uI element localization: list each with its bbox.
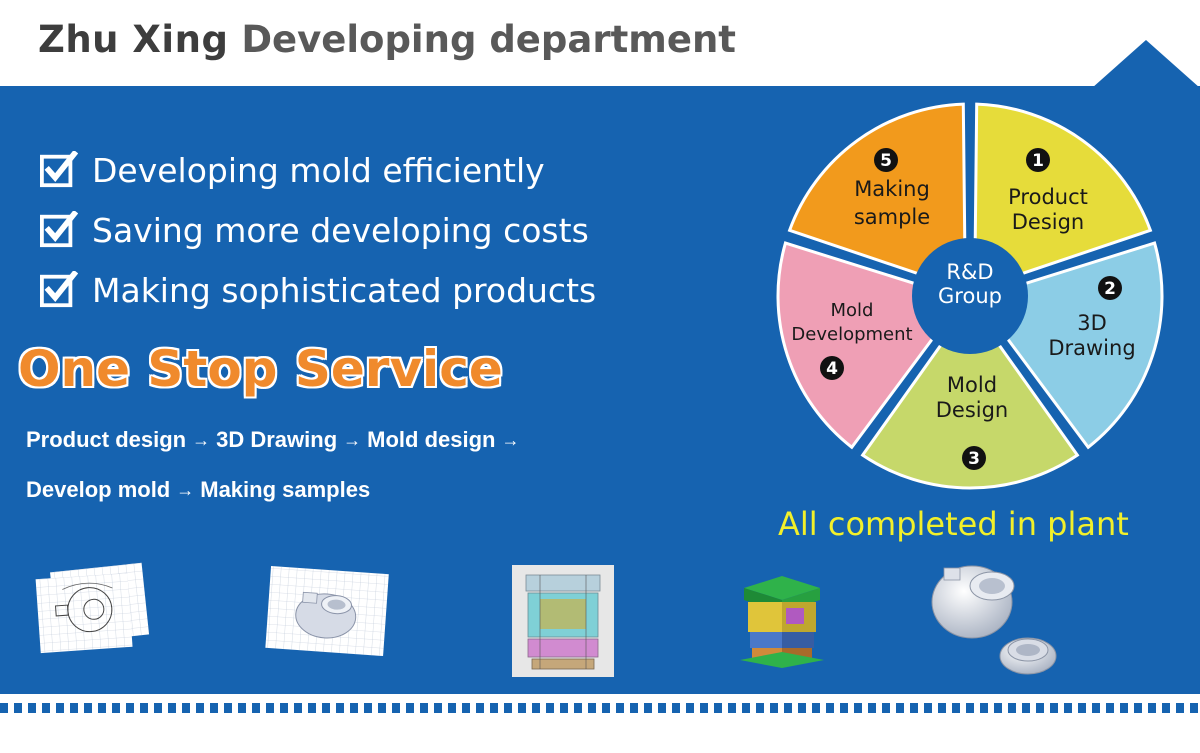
benefit-item: Saving more developing costs xyxy=(40,200,596,260)
flow-step: Mold design xyxy=(367,427,496,452)
center-label-line1: R&D xyxy=(946,260,993,284)
flow-step: 3D Drawing xyxy=(216,427,338,452)
checkbox-icon xyxy=(40,211,78,248)
segment-label: sample xyxy=(854,205,930,229)
corner-triangle xyxy=(1092,40,1200,88)
step-number: 2 xyxy=(1104,279,1116,299)
arrow-right-icon: → xyxy=(176,479,195,500)
completed-note: All completed in plant xyxy=(778,505,1129,543)
mold-design-icon xyxy=(512,565,614,677)
flow-step: Develop mold xyxy=(26,477,171,502)
sketch-drawing-icon xyxy=(35,562,150,654)
wheel-segment xyxy=(787,102,967,292)
step-number: 5 xyxy=(880,151,892,171)
segment-label: Mold xyxy=(947,373,997,397)
arrow-right-icon: → xyxy=(501,429,520,450)
brand-name: Zhu Xing xyxy=(38,18,229,61)
segment-label: Mold xyxy=(831,300,874,321)
benefit-text: Developing mold efficiently xyxy=(92,150,545,190)
step-number-badge xyxy=(1098,276,1122,300)
step-number: 3 xyxy=(968,449,980,469)
mold-assembly-icon xyxy=(740,576,824,668)
step-number: 4 xyxy=(826,359,838,379)
dotted-divider xyxy=(0,703,1200,713)
step-number-badge xyxy=(820,356,844,380)
process-flow-line-1: Product design → 3D Drawing → Mold desig… xyxy=(26,427,525,453)
segment-label: Design xyxy=(1012,210,1085,234)
segment-label: Drawing xyxy=(1048,336,1135,360)
segment-label: Design xyxy=(936,398,1009,422)
3d-drawing-icon xyxy=(265,565,389,657)
segment-label: Making xyxy=(854,177,930,201)
wheel-segment xyxy=(973,102,1153,292)
department-name: Developing department xyxy=(241,18,736,61)
step-number-badge xyxy=(1026,148,1050,172)
sample-product-icon xyxy=(931,565,1057,675)
step-number-badge xyxy=(874,148,898,172)
center-label-line2: Group xyxy=(938,284,1002,308)
benefit-item: Making sophisticated products xyxy=(40,260,596,320)
checkbox-icon xyxy=(40,271,78,308)
process-flow-line-2: Develop mold → Making samples xyxy=(26,477,370,503)
benefit-item: Developing mold efficiently xyxy=(40,140,596,200)
rd-process-wheel: R&D Group 1ProductDesign23DDrawing3MoldD… xyxy=(776,102,1164,490)
benefit-text: Making sophisticated products xyxy=(92,270,597,310)
wheel-segment xyxy=(860,301,1080,490)
step-number: 1 xyxy=(1032,151,1044,171)
checkbox-icon xyxy=(40,151,78,188)
page-title: Zhu Xing Developing department xyxy=(38,18,736,61)
benefit-list: Developing mold efficiently Saving more … xyxy=(40,140,596,320)
wheel-center xyxy=(912,238,1028,354)
header-bar: Zhu Xing Developing department xyxy=(0,0,1200,86)
arrow-right-icon: → xyxy=(343,429,362,450)
benefit-text: Saving more developing costs xyxy=(92,210,589,250)
step-number-badge xyxy=(962,446,986,470)
arrow-right-icon: → xyxy=(192,429,211,450)
flow-step: Making samples xyxy=(200,477,371,502)
one-stop-headline: One Stop Service xyxy=(18,340,503,398)
segment-label: Development xyxy=(791,324,912,345)
flow-step: Product design xyxy=(26,427,187,452)
segment-label: Product xyxy=(1008,185,1088,209)
segment-label: 3D xyxy=(1077,311,1107,335)
